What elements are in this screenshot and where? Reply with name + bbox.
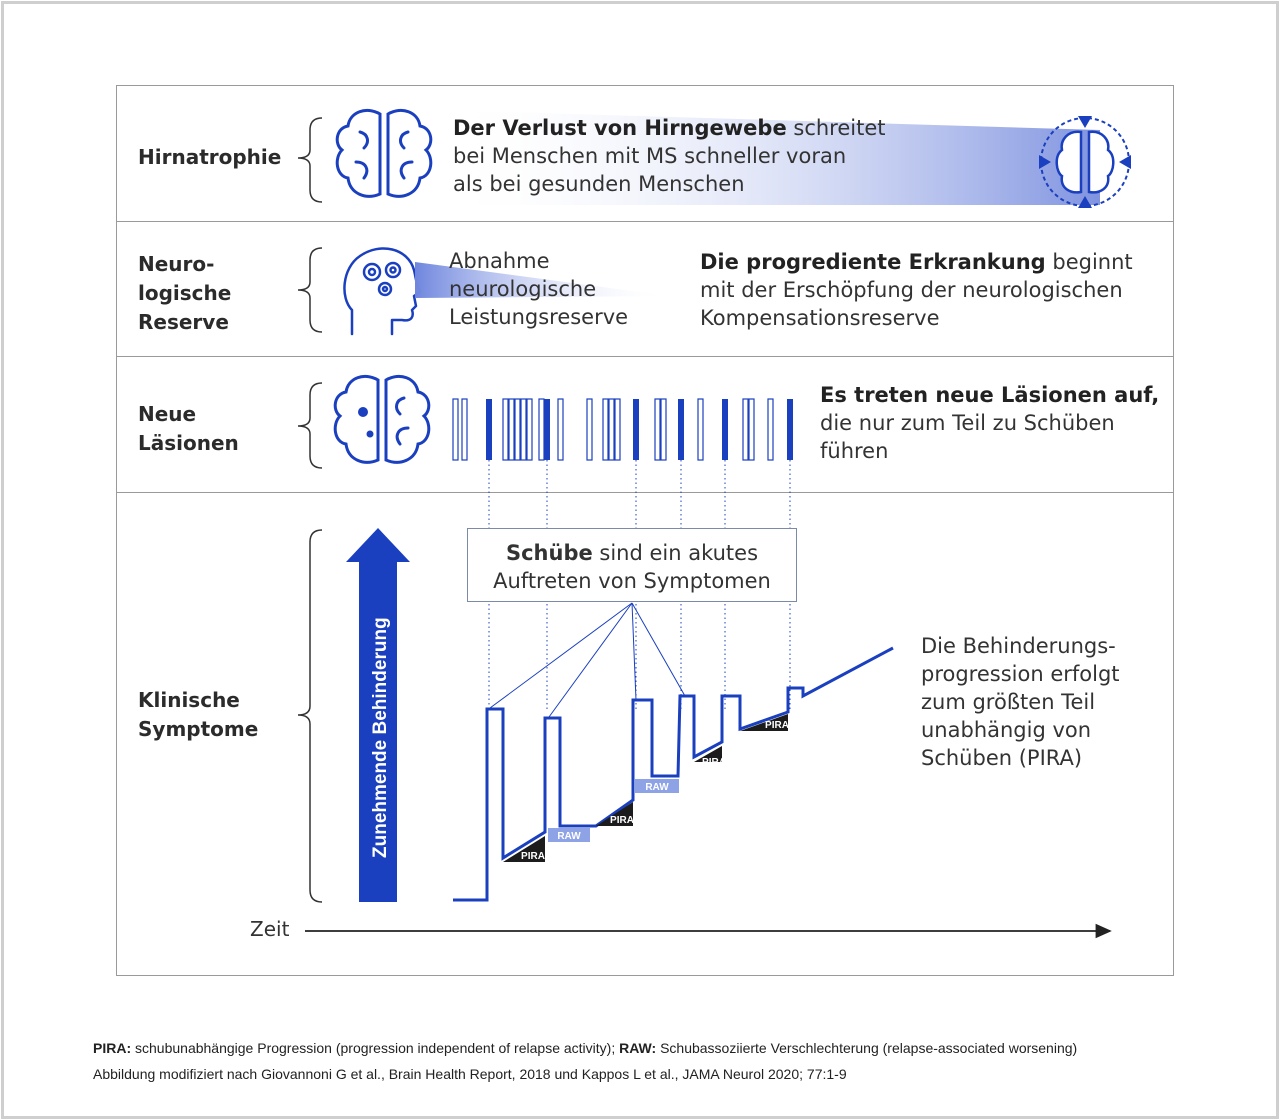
footnote-raw-text: Schubassoziierte Verschlechterung (relap… <box>656 1040 1078 1056</box>
footnote-raw-bold: RAW: <box>619 1040 657 1056</box>
raw-tag: RAW <box>645 782 669 793</box>
row-label-reserve: Neuro- logische Reserve <box>138 252 232 334</box>
brain-icon <box>335 109 433 198</box>
x-axis-label: Zeit <box>250 917 290 941</box>
lesion-bar <box>514 398 521 461</box>
lesion-bar <box>508 398 515 461</box>
lesion-bars <box>452 398 793 461</box>
callout-bold: Schübe <box>505 541 593 565</box>
pira-tag: PIRA <box>702 757 726 768</box>
relapse-callout: Schübe sind ein akutes Auftreten von Sym… <box>467 528 797 602</box>
reserve-l1: Abnahme <box>449 249 550 273</box>
lesion-bar <box>742 398 749 461</box>
pira-text: Die Behinderungs- progression erfolgt zu… <box>921 632 1120 772</box>
reserve-l2: neurologische <box>449 277 597 301</box>
atrophy-bold: Der Verlust von Hirngewebe <box>453 116 787 140</box>
disability-arrow-icon <box>346 528 410 902</box>
lesion-bar <box>660 398 667 461</box>
lesion-text: Es treten neue Läsionen auf, die nur zum… <box>820 381 1159 465</box>
callout-rest1: sind ein akutes <box>592 541 759 565</box>
lesion-bar-relapse <box>787 399 793 460</box>
lesion-bar-relapse <box>633 399 639 460</box>
pira-l1: Die Behinderungs- <box>921 634 1116 658</box>
reserve-rest1: beginnt <box>1045 250 1133 274</box>
lesion-bar <box>586 398 593 461</box>
lesion-bar <box>748 398 755 461</box>
lesion-bar <box>452 398 459 461</box>
pira-wedge <box>740 714 788 731</box>
lesion-bar-relapse <box>544 399 550 460</box>
brace-symptome-icon <box>297 529 323 903</box>
lesion-bar <box>767 398 774 461</box>
lesion-bar <box>502 398 509 461</box>
footnote-line-1: PIRA: schubunabhängige Progression (prog… <box>93 1040 1077 1056</box>
lesion-bar <box>608 398 615 461</box>
panel-reserve <box>116 221 1174 357</box>
lesion-brain-icon <box>333 375 431 464</box>
reserve-bold: Die progrediente Erkrankung <box>700 250 1046 274</box>
lesion-bar <box>526 398 533 461</box>
lesion-bar <box>614 398 621 461</box>
shrinking-brain-icon <box>1039 116 1131 208</box>
lesion-bar <box>697 398 704 461</box>
lesion-bar-relapse <box>722 399 728 460</box>
lesion-line2: die nur zum Teil zu Schüben <box>820 411 1115 435</box>
reserve-left-text: Abnahme neurologische Leistungsreserve <box>449 247 628 331</box>
row-label-hirnatrophie: Hirnatrophie <box>138 145 282 169</box>
footnote-pira-text: schubunabhängige Progression (progressio… <box>131 1040 620 1056</box>
pira-l4: unabhängig von <box>921 718 1092 742</box>
pira-wedge <box>503 836 545 862</box>
reserve-right-text: Die progrediente Erkrankung beginnt mit … <box>700 248 1133 332</box>
footnote-pira-bold: PIRA: <box>93 1040 132 1056</box>
lesion-bar <box>602 398 609 461</box>
pira-l5: Schüben (PIRA) <box>921 746 1083 770</box>
reserve-l3: Leistungsreserve <box>449 305 629 329</box>
lesion-bar <box>520 398 527 461</box>
pira-wedge <box>694 746 722 762</box>
pira-tag: PIRA <box>610 815 634 826</box>
disability-line <box>453 646 894 902</box>
callout-connectors <box>489 602 686 718</box>
pira-tag: PIRA <box>765 720 789 731</box>
brace-laesionen-icon <box>297 382 323 469</box>
lesion-bar-relapse <box>486 399 492 460</box>
head-gears-icon <box>343 247 422 336</box>
brace-hirnatrophie-icon <box>297 117 323 203</box>
disability-course: PIRA PIRA PIRA PIRA RAW RAW <box>453 646 894 902</box>
raw-tag: RAW <box>557 831 581 842</box>
panel-laesionen <box>116 356 1174 493</box>
atrophy-gradient <box>440 110 1100 205</box>
raw-block <box>635 779 679 793</box>
pira-l3: zum größten Teil <box>921 690 1096 714</box>
atrophy-text: Der Verlust von Hirngewebe schreitet bei… <box>453 114 886 198</box>
lesion-bar <box>538 398 545 461</box>
lesion-bar <box>654 398 661 461</box>
lesion-drop-lines <box>488 460 791 710</box>
lesion-bar-relapse <box>678 399 684 460</box>
lesion-bold: Es treten neue Läsionen auf, <box>820 383 1160 407</box>
raw-block <box>548 828 590 842</box>
lesion-bar <box>557 398 564 461</box>
reserve-line3: Kompensationsreserve <box>700 306 940 330</box>
atrophy-line2: bei Menschen mit MS schneller voran <box>453 144 847 168</box>
row-label-symptome: Klinische Symptome <box>138 688 259 741</box>
disability-arrow-label: Zunehmende Behinderung <box>370 617 391 858</box>
footnote-line-2: Abbildung modifiziert nach Giovannoni G … <box>93 1066 847 1082</box>
brace-icons <box>297 117 323 903</box>
brace-reserve-icon <box>297 247 323 333</box>
row-label-laesionen: Neue Läsionen <box>138 402 239 455</box>
atrophy-rest1: schreitet <box>786 116 886 140</box>
reserve-line2: mit der Erschöpfung der neurologischen <box>700 278 1123 302</box>
callout-line2: Auftreten von Symptomen <box>493 569 771 593</box>
pira-tag: PIRA <box>521 851 545 862</box>
pira-wedge <box>596 802 633 826</box>
lesion-bar <box>461 398 468 461</box>
atrophy-line3: als bei gesunden Menschen <box>453 172 745 196</box>
reserve-gradient <box>415 262 670 298</box>
pira-l2: progression erfolgt <box>921 662 1120 686</box>
lesion-line3: führen <box>820 439 889 463</box>
